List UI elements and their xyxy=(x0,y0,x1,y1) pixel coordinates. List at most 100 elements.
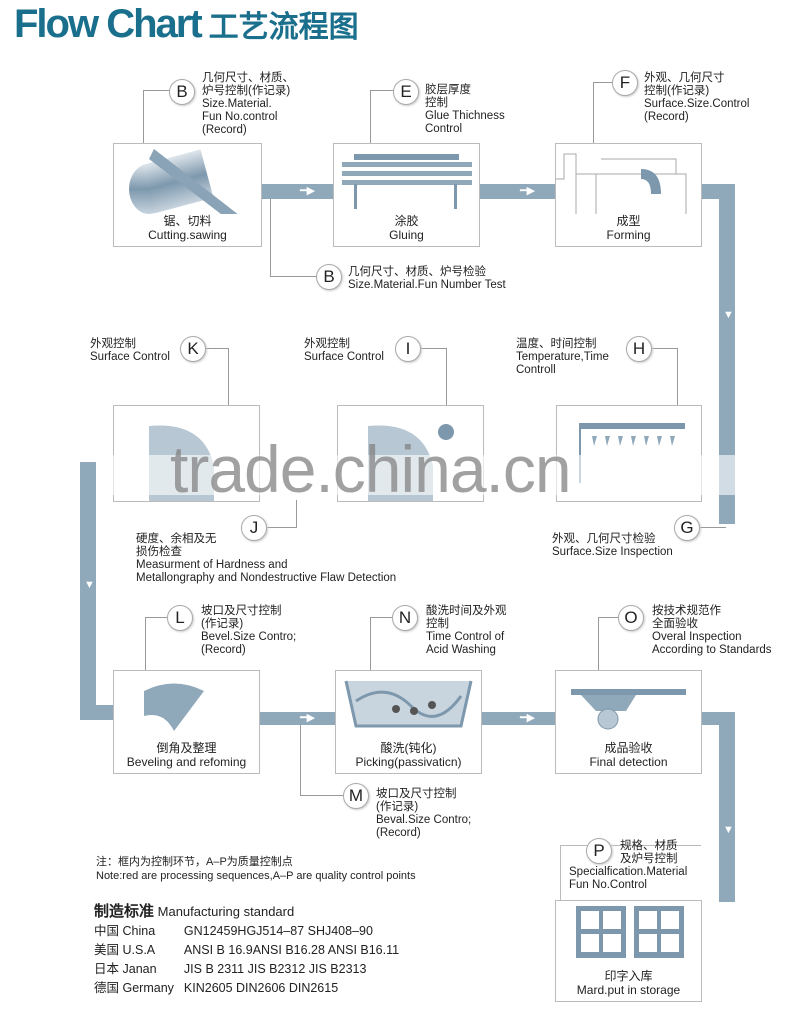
furnace-illustration xyxy=(579,423,685,483)
control-point-f: F xyxy=(612,70,638,96)
standard-heading: 制造标准 Manufacturing standard xyxy=(94,903,295,920)
control-point-j: J xyxy=(241,515,267,541)
callout-line xyxy=(598,617,618,618)
connector-bar xyxy=(719,184,735,524)
gluing-machine-illustration xyxy=(342,154,472,209)
title-zh: 工艺流程图 xyxy=(208,11,359,44)
forming-die-illustration xyxy=(556,153,687,214)
step-picking: 酸洗(钝化)Picking(passivaticn) xyxy=(335,670,482,774)
step-label-zh: 成型 xyxy=(616,214,641,228)
step-label-en: Forming xyxy=(606,228,651,242)
step-label-zh: 锯、切料 xyxy=(163,214,212,228)
connector-bar xyxy=(480,712,555,725)
callout-line xyxy=(700,527,726,528)
control-point-p-label: 规格、材质及炉号控制 xyxy=(620,840,678,865)
control-point-l-label: 坡口及尺寸控制(作记录)Bevel.Size Contro;(Record) xyxy=(201,605,297,656)
step-label-en: Mard.put in storage xyxy=(576,983,681,997)
step-label-en: Beveling and refoming xyxy=(126,755,247,769)
callout-line xyxy=(270,276,316,277)
arrow-right-icon: ━▶ xyxy=(300,185,316,197)
arrow-down-icon: ▼ xyxy=(723,309,734,321)
watermark: trade.china.cn xyxy=(170,432,572,506)
elbow-illustration xyxy=(144,683,204,731)
callout-line xyxy=(143,90,170,91)
inspection-illustration xyxy=(571,689,686,730)
connector-bar xyxy=(719,712,735,902)
control-point-b: B xyxy=(169,79,195,105)
callout-line xyxy=(370,90,371,143)
callout-line xyxy=(228,348,229,405)
step-label-zh: 倒角及整理 xyxy=(156,741,217,755)
connector-bar xyxy=(260,184,333,199)
control-point-m-label: 坡口及尺寸控制(作记录)Beval.Size Contro;(Record) xyxy=(376,788,472,839)
control-point-l: L xyxy=(167,605,193,631)
callout-line xyxy=(593,82,594,143)
step-label-zh: 涂胶 xyxy=(394,214,419,228)
title-en: Flow Chart xyxy=(14,2,203,46)
callout-line xyxy=(370,90,394,91)
step-label-zh: 酸洗(钝化) xyxy=(380,741,437,755)
control-point-h: H xyxy=(626,336,652,362)
control-point-f-label: 外观、几何尺寸控制(作记录)Surface.Size.Control(Recor… xyxy=(644,72,750,123)
arrow-down-icon: ▼ xyxy=(84,579,95,591)
callout-line xyxy=(598,617,599,670)
callout-line xyxy=(296,500,297,528)
callout-line xyxy=(300,725,301,796)
control-point-e: E xyxy=(393,79,419,105)
arrow-right-icon: ━▶ xyxy=(520,185,536,197)
control-point-n: N xyxy=(392,605,418,631)
control-point-k: K xyxy=(180,336,206,362)
control-point-g: G xyxy=(674,515,700,541)
callout-line xyxy=(446,348,447,405)
step-label-zh: 印字入库 xyxy=(604,969,653,983)
watermark-band xyxy=(100,455,740,495)
pipe-saw-illustration xyxy=(129,149,244,224)
callout-line xyxy=(205,348,229,349)
p-label-frame xyxy=(560,845,701,901)
acid-tank-illustration xyxy=(344,680,473,728)
control-point-i: I xyxy=(395,336,421,362)
control-point-o: O xyxy=(618,605,644,631)
callout-line xyxy=(300,795,343,796)
callout-line xyxy=(143,90,144,143)
callout-line xyxy=(420,348,447,349)
arrow-down-icon: ▼ xyxy=(723,824,734,836)
step-label-en: Picking(passivaticn) xyxy=(355,755,462,769)
callout-line xyxy=(266,527,297,528)
connector-bar xyxy=(478,184,555,199)
callout-line xyxy=(370,617,371,670)
callout-line xyxy=(145,617,167,618)
control-point-b-label: 几何尺寸、材质、炉号控制(作记录)Size.Material.Fun No.co… xyxy=(202,72,294,136)
callout-line xyxy=(650,348,678,349)
control-point-b: B xyxy=(316,264,342,290)
storage-rack-illustration xyxy=(576,906,684,958)
callout-line xyxy=(145,617,146,670)
callout-line xyxy=(677,348,678,405)
step-label-en: Gluing xyxy=(389,228,424,242)
callout-line xyxy=(593,82,613,83)
